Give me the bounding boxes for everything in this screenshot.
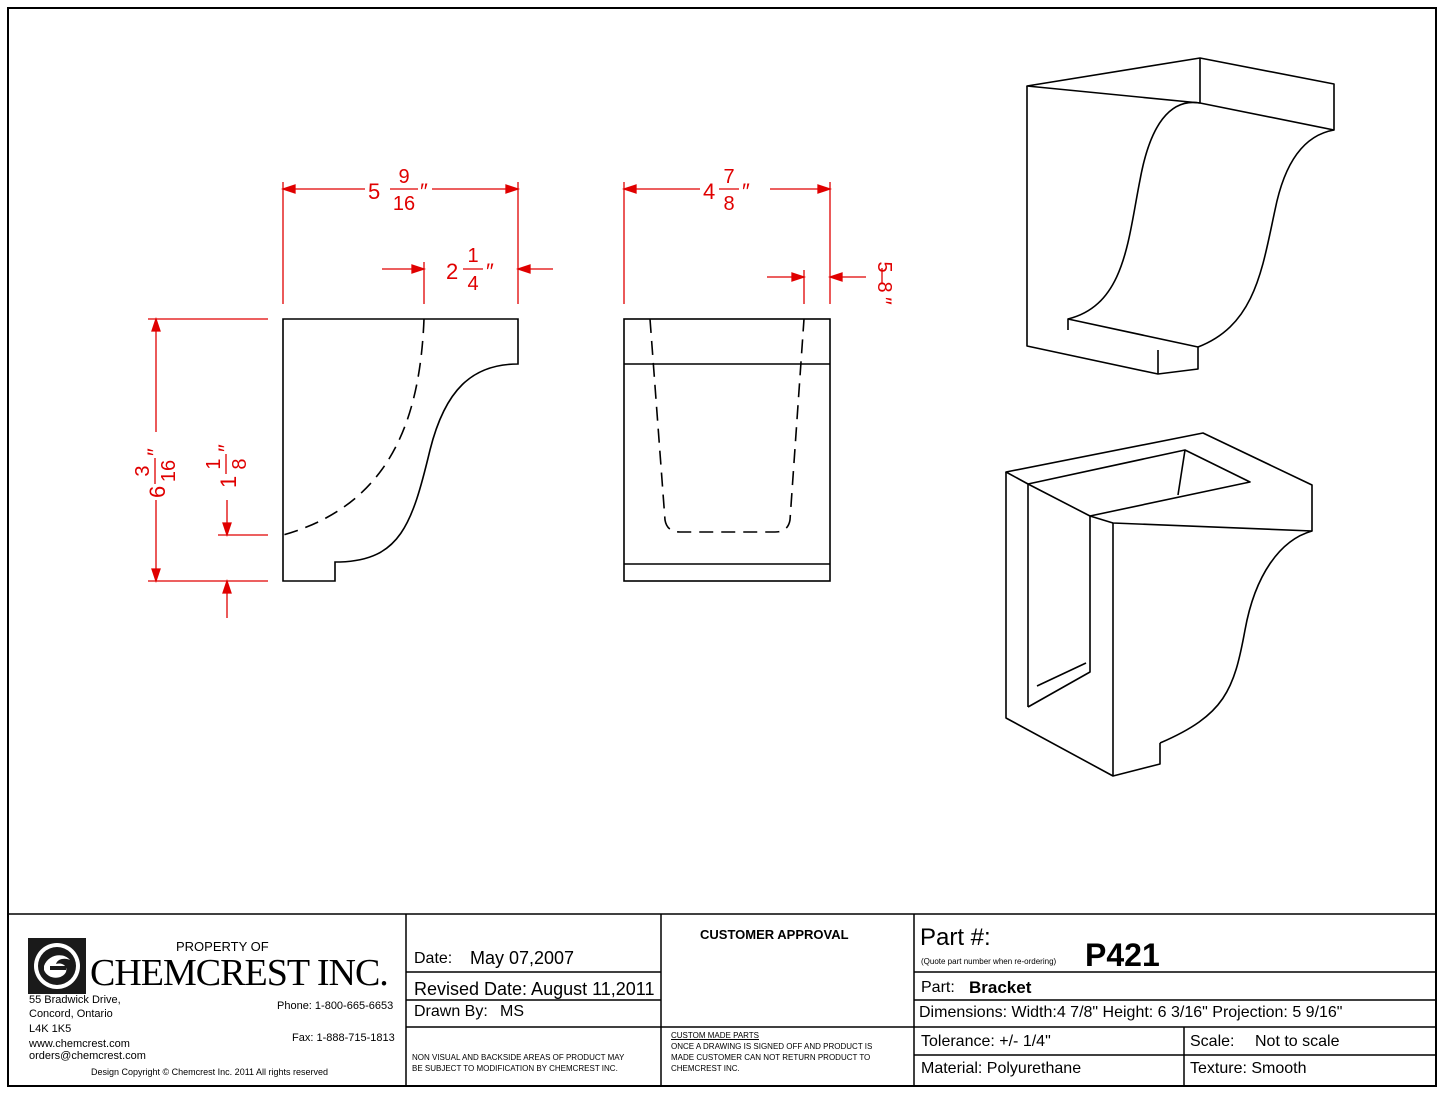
- dim-side-height-inch: ″: [143, 448, 168, 456]
- revised-date: Revised Date: August 11,2011: [414, 979, 655, 999]
- date-value: May 07,2007: [470, 948, 575, 968]
- dim-front-wall-den: 8: [873, 281, 895, 292]
- email-link[interactable]: orders@chemcrest.com: [29, 1050, 146, 1062]
- iso-view-front: [1026, 57, 1335, 375]
- dim-side-projection-den: 4: [467, 273, 478, 295]
- side-view: [282, 318, 519, 582]
- front-view-hidden-cavity: [649, 318, 805, 533]
- address-line-3: L4K 1K5: [29, 1023, 72, 1035]
- quote-note: (Quote part number when re-ordering): [921, 957, 1057, 966]
- dim-side-projection-whole: 2: [446, 259, 458, 284]
- part-dimensions: Dimensions: Width:4 7/8" Height: 6 3/16"…: [919, 1004, 1343, 1021]
- dim-side-step: 1 1 8 ″: [203, 444, 251, 488]
- sheet-border: [7, 7, 1437, 1087]
- scale-value: Not to scale: [1255, 1033, 1340, 1050]
- dim-front-wall-inch: ″: [871, 297, 896, 305]
- dim-front-width-num: 7: [723, 166, 734, 188]
- side-view-hidden-cavity: [282, 318, 425, 536]
- dim-side-height-den: 16: [158, 460, 180, 482]
- date-label: Date:: [414, 950, 453, 967]
- copyright-notice: Design Copyright © Chemcrest Inc. 2011 A…: [91, 1067, 329, 1077]
- dim-side-width-num: 9: [398, 166, 409, 188]
- part-number-label: Part #:: [920, 924, 991, 951]
- drawn-by-value: MS: [500, 1003, 524, 1020]
- front-view: [623, 318, 831, 582]
- dim-side-step-whole: 1: [216, 476, 241, 488]
- fax-number: Fax: 1-888-715-1813: [292, 1032, 395, 1044]
- address-line-1: 55 Bradwick Drive,: [29, 994, 121, 1006]
- dim-side-width: 5 9 16 ″: [368, 166, 428, 215]
- part-material: Material: Polyurethane: [921, 1060, 1082, 1077]
- dim-side-width-inch: ″: [420, 179, 428, 204]
- backside-notice-1: NON VISUAL AND BACKSIDE AREAS OF PRODUCT…: [412, 1053, 625, 1062]
- dim-front-width-inch: ″: [742, 179, 750, 204]
- scale-label: Scale:: [1190, 1033, 1235, 1050]
- website-link[interactable]: www.chemcrest.com: [29, 1038, 130, 1050]
- dim-side-step-den: 8: [229, 458, 251, 469]
- dim-side-width-whole: 5: [368, 179, 380, 204]
- dim-front-width-den: 8: [723, 193, 734, 215]
- dim-front-width-whole: 4: [703, 179, 715, 204]
- part-texture: Texture: Smooth: [1190, 1060, 1307, 1077]
- side-view-outline: [282, 318, 519, 582]
- dim-side-step-inch: ″: [214, 444, 239, 452]
- dim-front-width: 4 7 8 ″: [703, 166, 750, 215]
- backside-notice-2: BE SUBJECT TO MODIFICATION BY CHEMCREST …: [412, 1064, 618, 1073]
- dim-side-projection-inch: ″: [486, 259, 494, 284]
- part-label: Part:: [921, 979, 955, 996]
- title-block-grid: [8, 913, 1436, 1086]
- dim-side-height: 6 3 16 ″: [132, 448, 180, 498]
- part-tolerance: Tolerance: +/- 1/4": [921, 1033, 1051, 1050]
- company-name: CHEMCREST INC.: [90, 952, 389, 994]
- front-view-outline: [623, 318, 831, 582]
- dim-front-wall: 5 8 ″: [871, 261, 896, 305]
- part-number-value: P421: [1085, 937, 1160, 973]
- iso-view-back: [1005, 432, 1313, 777]
- dim-side-height-num: 3: [132, 465, 154, 476]
- part-name: Bracket: [969, 978, 1032, 997]
- dim-side-projection-num: 1: [467, 245, 478, 267]
- dimension-lines: [148, 182, 866, 618]
- address-line-2: Concord, Ontario: [29, 1008, 113, 1020]
- custom-parts-line-3: CHEMCREST INC.: [671, 1064, 740, 1073]
- dim-side-width-den: 16: [393, 193, 415, 215]
- dim-side-height-whole: 6: [145, 486, 170, 498]
- dim-side-step-num: 1: [203, 458, 225, 469]
- chemcrest-logo-icon: [28, 938, 86, 994]
- custom-parts-heading: CUSTOM MADE PARTS: [671, 1031, 760, 1040]
- dim-side-projection: 2 1 4 ″: [446, 245, 494, 295]
- custom-parts-line-1: ONCE A DRAWING IS SIGNED OFF AND PRODUCT…: [671, 1042, 873, 1051]
- customer-approval-heading: CUSTOMER APPROVAL: [700, 927, 849, 942]
- property-of-label: PROPERTY OF: [176, 939, 269, 954]
- dim-front-wall-num: 5: [873, 261, 895, 272]
- drawn-by-label: Drawn By:: [414, 1003, 488, 1020]
- custom-parts-line-2: MADE CUSTOMER CAN NOT RETURN PRODUCT TO: [671, 1053, 871, 1062]
- phone-number: Phone: 1-800-665-6653: [277, 1000, 394, 1012]
